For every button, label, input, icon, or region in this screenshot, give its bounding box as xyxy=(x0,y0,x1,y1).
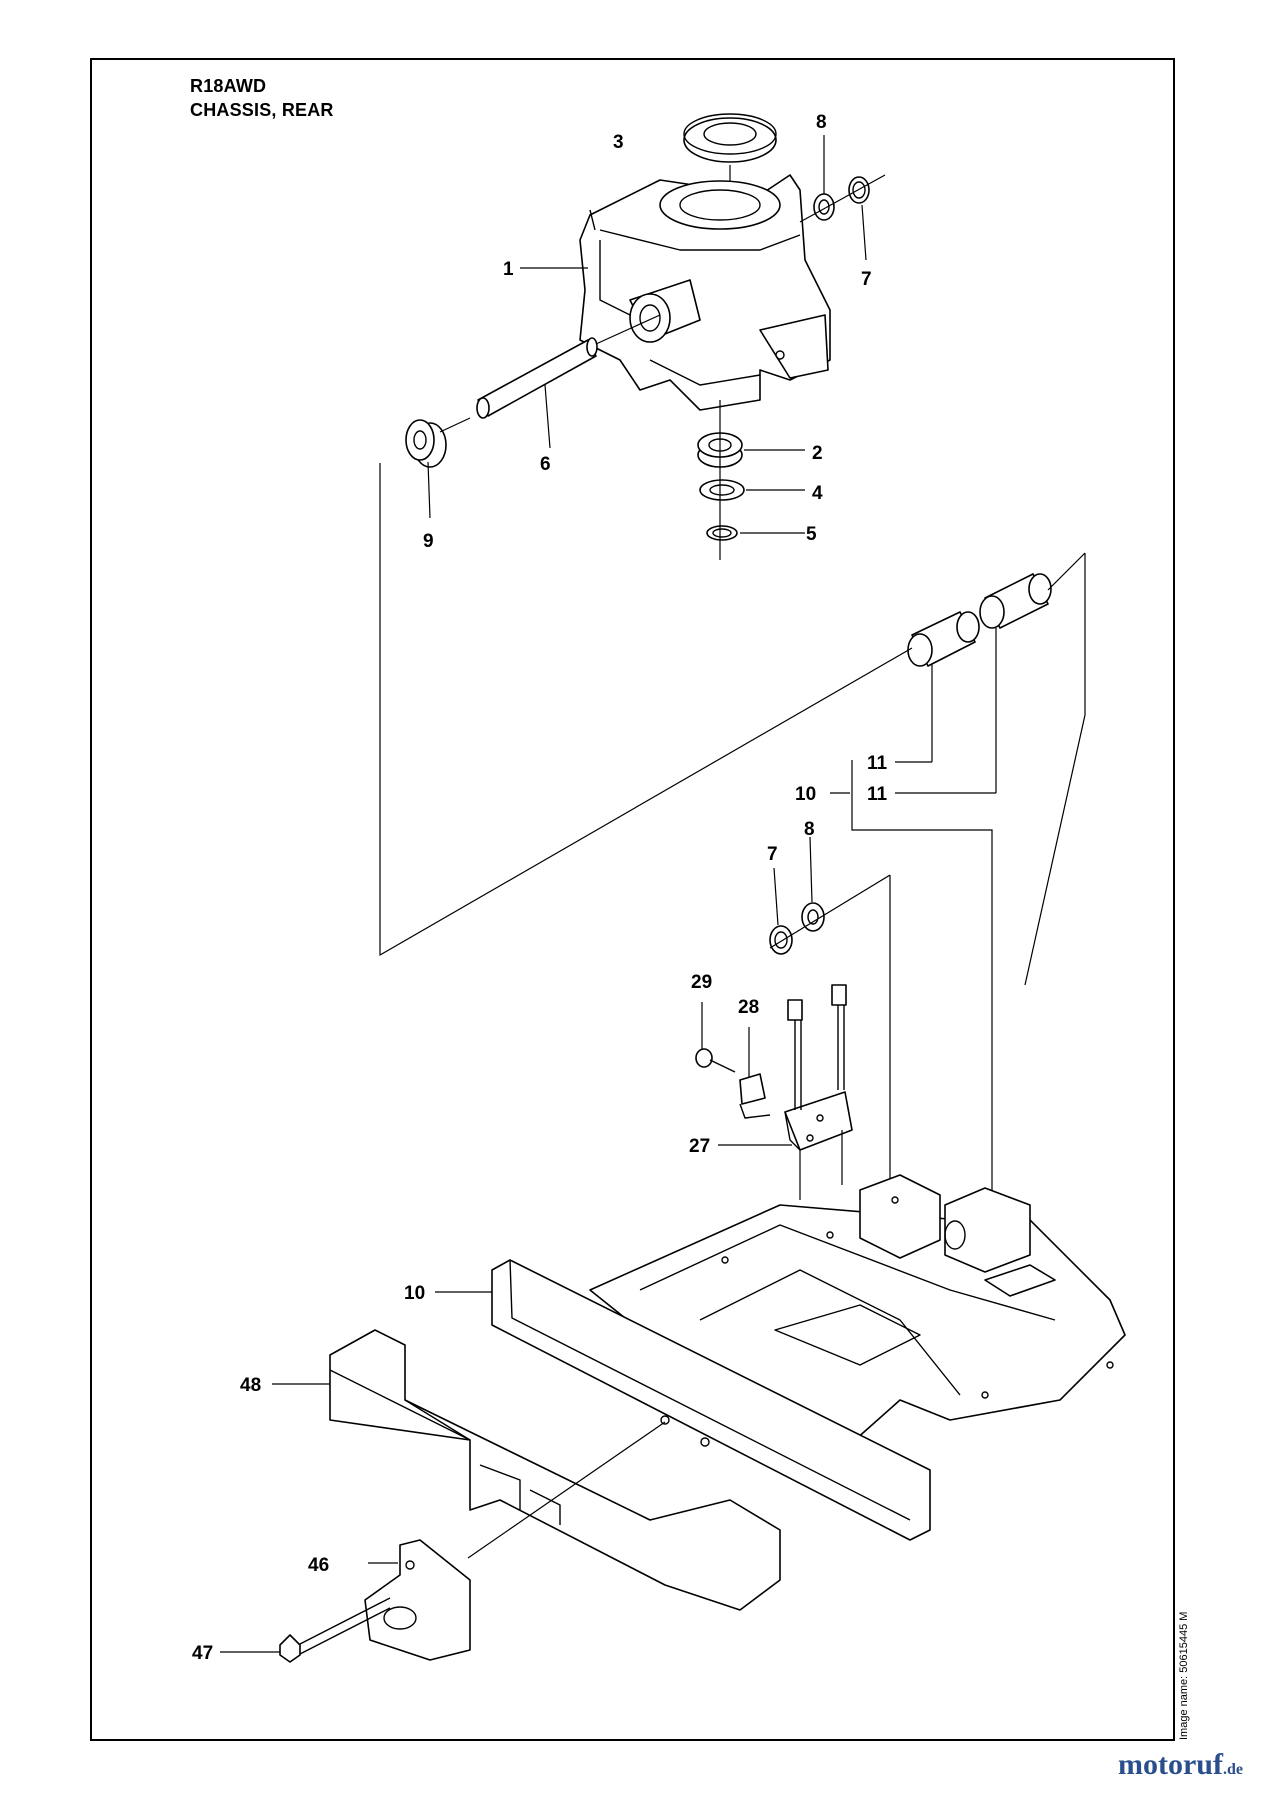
callout-4: 4 xyxy=(812,483,823,504)
bolt-right xyxy=(831,984,847,1090)
part-8-washer-top xyxy=(813,193,835,221)
watermark-logo[interactable]: motoruf.de xyxy=(1118,1748,1243,1782)
watermark-brand: motoruf xyxy=(1118,1748,1223,1781)
part-29-screw xyxy=(695,1048,736,1073)
part-10-bumper-bar xyxy=(491,1259,931,1541)
callout-3: 3 xyxy=(613,132,624,153)
callout-1: 1 xyxy=(503,259,514,280)
part-27-bracket xyxy=(784,1091,853,1151)
callout-47: 47 xyxy=(192,1643,213,1664)
diagram-frame xyxy=(90,58,1175,1741)
callout-8-top: 8 xyxy=(816,112,827,133)
watermark-tld: .de xyxy=(1223,1761,1243,1778)
callout-5: 5 xyxy=(806,524,817,545)
model-title: R18AWD xyxy=(190,76,267,96)
callout-28: 28 xyxy=(738,997,759,1018)
part-1-housing xyxy=(579,174,831,411)
callout-10-a: 10 xyxy=(795,784,816,805)
callout-9: 9 xyxy=(423,531,434,552)
part-4-circlip xyxy=(699,479,745,501)
callout-2: 2 xyxy=(812,443,823,464)
section-title: CHASSIS, REAR xyxy=(190,100,334,120)
callout-29: 29 xyxy=(691,972,712,993)
part-7-clip-mid xyxy=(769,925,793,955)
image-name-label: Image name: 50615445 M xyxy=(1178,1611,1190,1740)
part-11-bushing-a xyxy=(907,611,980,667)
part-8-washer-mid xyxy=(801,902,825,932)
part-28-clip xyxy=(739,1073,771,1119)
part-9-bushing xyxy=(405,417,471,468)
callout-8-mid: 8 xyxy=(804,819,815,840)
callout-7-mid: 7 xyxy=(767,844,778,865)
part-6-pin xyxy=(476,314,661,419)
callout-27: 27 xyxy=(689,1136,710,1157)
callout-6: 6 xyxy=(540,454,551,475)
callout-7-top: 7 xyxy=(861,269,872,290)
part-5-ring xyxy=(706,525,738,541)
part-46-hitch-plate xyxy=(364,1539,471,1661)
callout-48: 48 xyxy=(240,1375,261,1396)
callout-10-b: 10 xyxy=(404,1283,425,1304)
callout-11-a: 11 xyxy=(867,753,888,774)
callout-46: 46 xyxy=(308,1555,329,1576)
bolt-left xyxy=(787,999,803,1110)
callout-11-b: 11 xyxy=(867,784,888,805)
part-48-counterweight xyxy=(329,1329,781,1611)
part-47-bolt xyxy=(279,1597,391,1663)
part-11-bushing-b xyxy=(979,573,1052,629)
